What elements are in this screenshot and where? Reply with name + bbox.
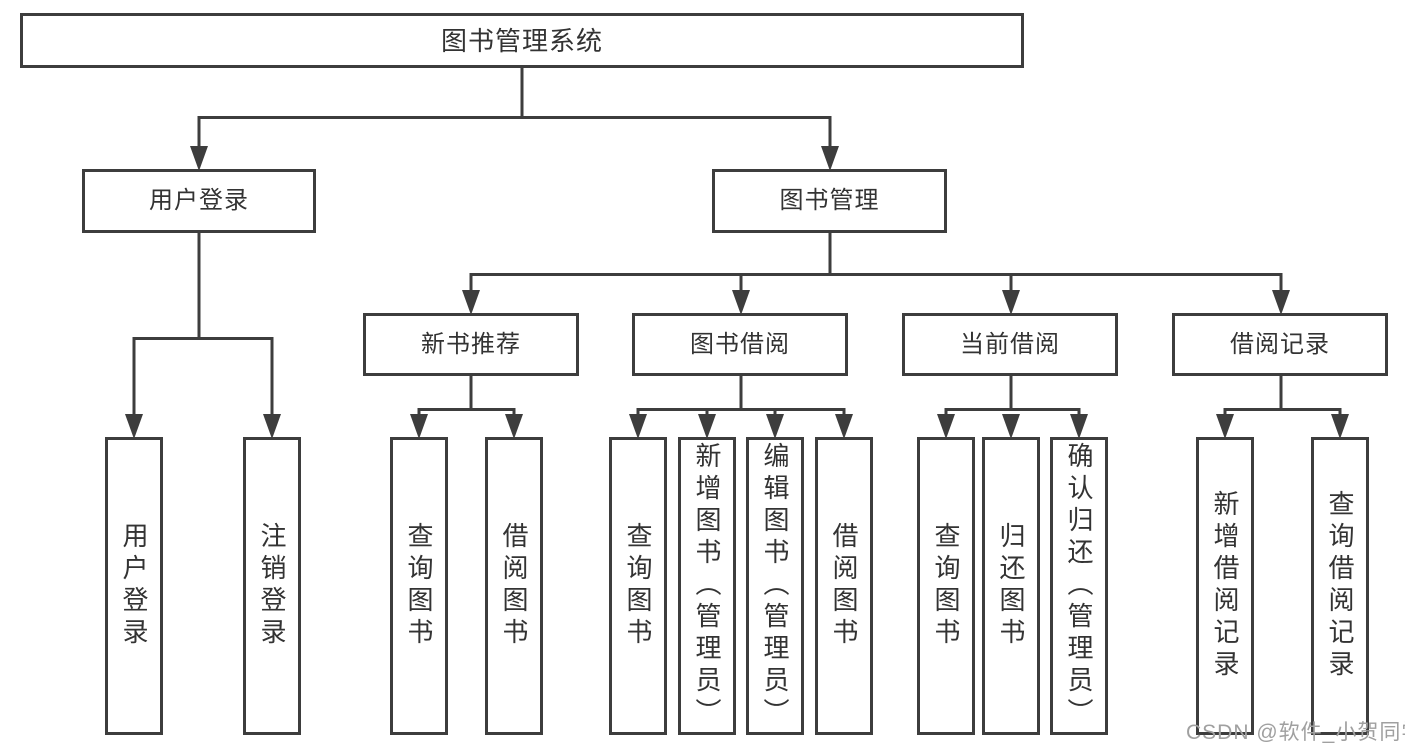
node-label: 编辑图书（管理员） [760,442,790,730]
node-new-book-recommendation: 新书推荐 [363,313,579,376]
node-label: 查询图书 [931,522,961,650]
node-label: 查询图书 [623,522,653,650]
node-label: 新增借阅记录 [1210,490,1240,682]
arrowhead [629,414,647,439]
node-add-book-admin: 新增图书（管理员） [678,437,736,735]
arrowhead [835,414,853,439]
node-label: 新书推荐 [421,330,521,358]
arrowhead [1002,290,1020,315]
node-query-books-borrowing: 查询图书 [609,437,667,735]
arrowhead [698,414,716,439]
node-borrow-books-recommendation: 借阅图书 [485,437,543,735]
node-borrow-books-borrowing: 借阅图书 [815,437,873,735]
node-label: 用户登录 [149,187,249,214]
node-return-book: 归还图书 [982,437,1040,735]
node-book-borrowing: 图书借阅 [632,313,848,376]
arrowhead [937,414,955,439]
node-library-management-system: 图书管理系统 [20,13,1024,68]
csdn-watermark: CSDN @软件_小贺同学 [1186,721,1405,744]
arrowhead [1002,414,1020,439]
arrowhead [410,414,428,439]
arrowhead [1272,290,1290,315]
node-label: 查询图书 [404,522,434,650]
node-label: 查询借阅记录 [1325,490,1355,682]
node-label: 图书管理系统 [440,25,603,56]
arrowhead [190,146,208,171]
arrowhead [766,414,784,439]
node-label: 当前借阅 [960,330,1060,358]
node-label: 借阅记录 [1230,330,1330,358]
arrowhead [732,290,750,315]
arrowhead [462,290,480,315]
node-user-login-leaf: 用户登录 [105,437,163,735]
arrowhead [1216,414,1234,439]
arrowhead [821,146,839,171]
node-add-borrow-record: 新增借阅记录 [1196,437,1254,735]
arrowhead [1070,414,1088,439]
node-confirm-return-admin: 确认归还（管理员） [1050,437,1108,735]
node-label: 确认归还（管理员） [1064,442,1094,730]
node-edit-book-admin: 编辑图书（管理员） [746,437,804,735]
node-label: 借阅图书 [829,522,859,650]
node-current-borrowing: 当前借阅 [902,313,1118,376]
arrowhead [263,414,281,439]
node-query-borrow-record: 查询借阅记录 [1311,437,1369,735]
node-label: 注销登录 [257,522,287,650]
node-book-management: 图书管理 [712,169,947,233]
node-user-login: 用户登录 [82,169,316,233]
node-label: 归还图书 [996,522,1026,650]
node-label: 用户登录 [119,522,149,650]
arrowheads [125,146,1349,439]
node-label: 图书管理 [779,187,880,214]
node-logout: 注销登录 [243,437,301,735]
node-label: 图书借阅 [690,330,790,358]
node-query-books-current: 查询图书 [917,437,975,735]
arrowhead [1331,414,1349,439]
node-label: 新增图书（管理员） [692,442,722,730]
node-query-books-recommendation: 查询图书 [390,437,448,735]
node-label: 借阅图书 [499,522,529,650]
arrowhead [125,414,143,439]
arrowhead [505,414,523,439]
node-borrowing-records: 借阅记录 [1172,313,1388,376]
